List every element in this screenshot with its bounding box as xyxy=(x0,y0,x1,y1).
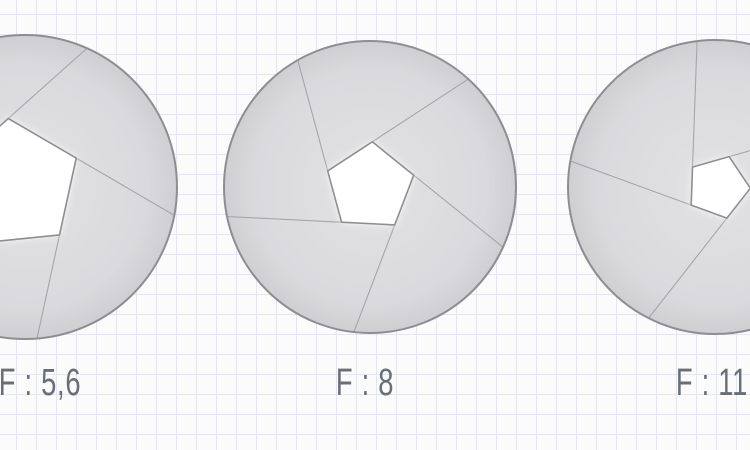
lens-rim xyxy=(567,39,750,335)
aperture-f11 xyxy=(567,39,750,335)
aperture-opening xyxy=(0,117,77,242)
blade-disc xyxy=(568,40,750,334)
aperture-label-f8: F : 8 xyxy=(335,362,395,404)
aperture-f8 xyxy=(223,40,517,334)
aperture-opening xyxy=(326,141,415,226)
aperture-label-f5-6: F : 5,6 xyxy=(0,362,82,404)
lens-rim xyxy=(223,40,517,334)
blade-disc xyxy=(0,35,177,339)
blade-edge xyxy=(0,47,88,127)
aperture-label-f11: F : 11 xyxy=(675,362,749,404)
aperture-opening xyxy=(690,155,750,219)
aperture-f5-6 xyxy=(0,34,178,340)
lens-rim xyxy=(0,34,178,340)
